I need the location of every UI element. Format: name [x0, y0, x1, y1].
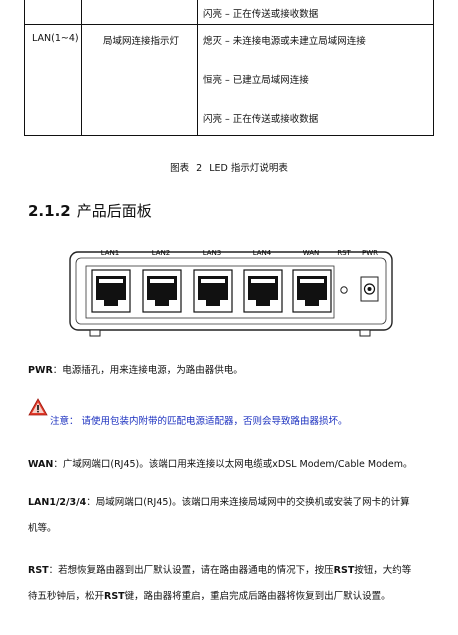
wan-description: ：广域网端口(RJ45)。该端口用来连接以太网电缆或xDSL Modem/Cab… [53, 459, 413, 470]
table-cell-status-on: 恒亮 – 已建立局域网连接 [203, 75, 309, 86]
pwr-paragraph: PWR：电源插孔，用来连接电源，为路由器供电。 [28, 362, 243, 376]
power-jack [360, 276, 379, 302]
rj45-port-lan3 [193, 269, 233, 313]
lan-description: ：局域网端口(RJ45)。该端口用来连接局域网中的交换机或安装了网卡的计算 [86, 497, 410, 508]
caption-label: 图表 [170, 163, 190, 174]
port-label-lan1: LAN1 [101, 249, 120, 257]
rj45-port-lan1 [91, 269, 131, 313]
table-cell-status-blink: 闪亮 – 正在传送或接收数据 [203, 114, 319, 125]
rst-button-ref: RST [333, 565, 355, 576]
table-col-divider [197, 0, 198, 135]
port-label-wan: WAN [303, 249, 320, 257]
rst-label: RST [337, 249, 351, 257]
caption-number: 2 [196, 163, 203, 174]
pwr-label: PWR [362, 249, 378, 257]
table-cell-indicator: 局域网连接指示灯 [103, 36, 180, 47]
lan-paragraph: LAN1/2/3/4：局域网端口(RJ45)。该端口用来连接局域网中的交换机或安… [28, 494, 410, 508]
reset-button [340, 286, 348, 294]
rj45-port-lan2 [142, 269, 182, 313]
table-row-divider [25, 24, 433, 25]
table-cell-port: LAN(1~4) [32, 33, 79, 44]
section-title-text: 产品后面板 [76, 202, 152, 220]
rst-line2-start: 待五秒钟后，松开 [28, 591, 105, 602]
caption-text: LED 指示灯说明表 [209, 163, 288, 174]
rst-paragraph: RST：若想恢复路由器到出厂默认设置，请在路由器通电的情况下，按压RST按钮，大… [28, 562, 411, 576]
rst-paragraph-line2: 待五秒钟后，松开RST键，路由器将重启，重启完成后路由器将恢复到出厂默认设置。 [28, 588, 391, 602]
wan-term: WAN [28, 459, 54, 470]
warning-note: 注意： 请使用包装内附带的匹配电源适配器，否则会导致路由器损坏。 [50, 416, 348, 427]
wan-paragraph: WAN：广域网端口(RJ45)。该端口用来连接以太网电缆或xDSL Modem/… [28, 456, 413, 470]
pwr-term: PWR [28, 365, 53, 376]
led-table: 闪亮 – 正在传送或接收数据 LAN(1~4) 局域网连接指示灯 熄灭 – 未连… [24, 0, 434, 136]
rst-line2-end: 键，路由器将重启，重启完成后路由器将恢复到出厂默认设置。 [124, 591, 391, 602]
rst-description: ：若想恢复路由器到出厂默认设置，请在路由器通电的情况下，按压 [48, 565, 334, 576]
rj45-port-lan4 [243, 269, 283, 313]
warning-icon [28, 398, 48, 416]
lan-term: LAN1/2/3/4 [28, 497, 87, 508]
table-cell-status: 闪亮 – 正在传送或接收数据 [203, 9, 319, 20]
rj45-port-wan [292, 269, 332, 313]
table-col-divider [81, 0, 82, 135]
rst-term: RST [28, 565, 49, 576]
port-label-lan2: LAN2 [152, 249, 171, 257]
port-label-lan4: LAN4 [253, 249, 272, 257]
section-number: 2.1.2 [28, 202, 71, 220]
pwr-description: ：电源插孔，用来连接电源，为路由器供电。 [52, 365, 243, 376]
lan-paragraph-line2: 机等。 [28, 523, 57, 534]
rst-button-ref-2: RST [104, 591, 125, 602]
router-back-panel-illustration: LAN1 LAN2 LAN3 LAN4 WAN RST PWR [69, 249, 393, 337]
table-caption: 图表 2 LED 指示灯说明表 [0, 160, 458, 174]
router-back-panel: LAN1 LAN2 LAN3 LAN4 WAN RST PWR [68, 244, 394, 340]
rst-description-tail: 按钮，大约等 [354, 565, 412, 576]
port-label-lan3: LAN3 [203, 249, 222, 257]
section-heading: 2.1.2 产品后面板 [28, 200, 152, 221]
table-cell-status-off: 熄灭 – 未连接电源或未建立局域网连接 [203, 36, 366, 47]
